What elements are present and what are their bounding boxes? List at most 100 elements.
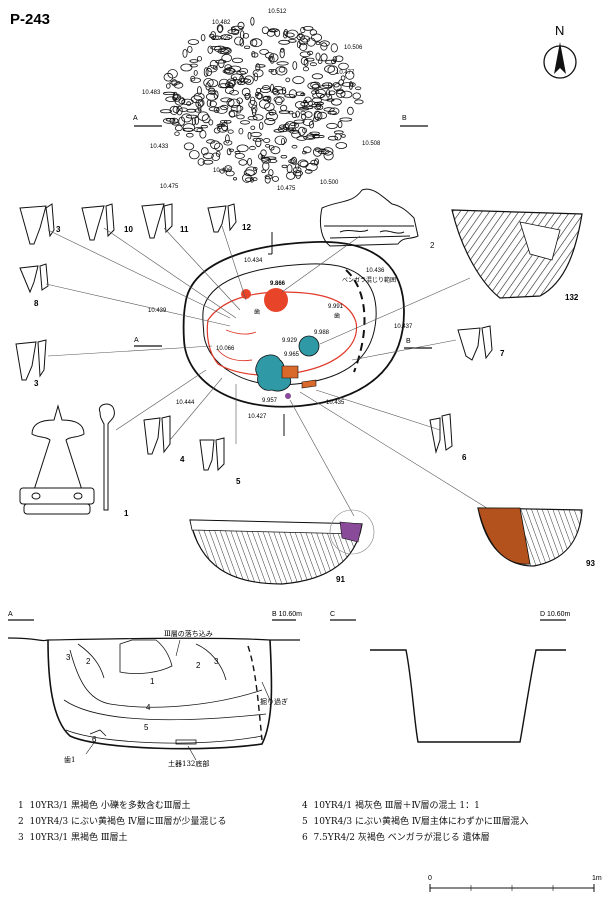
stone-outline [336, 89, 346, 98]
stone-outline [264, 117, 276, 126]
stone-outline [311, 97, 323, 103]
stone-outline [216, 24, 224, 33]
stone-outline [213, 127, 221, 134]
stone-outline [238, 127, 244, 135]
rim-elevation: 10.437 [394, 324, 413, 330]
stone-outline [249, 96, 256, 106]
stone-outline [304, 96, 312, 103]
tooth-mark: 歯 [254, 308, 260, 316]
stone-outline [355, 86, 362, 91]
artifact-2: 2 [319, 188, 435, 250]
stone-elevation: 10.482 [212, 20, 231, 26]
tooth-mark: 歯 [334, 312, 340, 320]
stone-outline [333, 130, 344, 135]
stone-outline [288, 110, 294, 115]
section-a-label: A [8, 611, 13, 618]
stone-outline [173, 82, 184, 89]
stone-outline [255, 64, 266, 68]
stone-elevation: 10.512 [268, 9, 287, 15]
stone-outline [315, 41, 321, 45]
stone-outline [315, 90, 320, 94]
legend-item-6: 6 7.5YR4/2 灰褐色 ベンガラが混じる 遺体層 [302, 830, 490, 843]
artifact-label: 7 [500, 349, 505, 358]
stone-outline [228, 148, 234, 152]
stone-outline [167, 69, 178, 79]
stone-outline [178, 98, 185, 105]
inner-elevation: 9.988 [314, 330, 330, 336]
stone-outline [199, 129, 207, 139]
stone-elevation: 10.433 [150, 144, 169, 150]
stone-outline [209, 59, 218, 69]
stone-outline [259, 121, 264, 130]
leader-lines [45, 225, 491, 517]
stone-outline [239, 120, 250, 125]
stone-outline [182, 123, 196, 132]
scale-start: 0 [428, 875, 432, 882]
stone-outline [273, 129, 285, 133]
legend-num: 3 [18, 833, 24, 843]
stone-outline [322, 147, 334, 156]
stone-outline [187, 39, 199, 45]
stone-outline [291, 144, 298, 149]
stone-outline [252, 177, 258, 182]
stone-outline [166, 83, 171, 89]
stone-outline [241, 87, 251, 97]
section-annotation: 掘り過ぎ [260, 697, 288, 706]
stone-outline [216, 106, 228, 114]
pit-section-a: A [134, 337, 139, 344]
rim-elevation: 10.427 [248, 414, 267, 420]
bengara-note: ベンガラ混じり範囲 [342, 276, 396, 284]
stone-outline [229, 89, 239, 96]
stone-outline [299, 51, 311, 58]
stone-outline [247, 115, 258, 121]
stone-outline [213, 90, 219, 100]
stone-outline [169, 105, 179, 115]
stone-outline [297, 126, 306, 136]
section-b-label: B 10.60m [272, 611, 302, 618]
stone-outline [264, 52, 274, 59]
stone-outline [229, 111, 236, 118]
stone-outline [285, 77, 291, 83]
stone-outline [218, 58, 225, 69]
stone-outline [205, 92, 218, 101]
stone-outline [220, 97, 233, 103]
stone-outline [174, 131, 180, 136]
stone-outline [163, 72, 174, 82]
rim-elevation: 10.434 [244, 258, 263, 264]
stone-outline [292, 166, 302, 174]
section-annotation: 土器132底部 [168, 759, 209, 768]
artifact-label: 93 [586, 559, 595, 568]
stone-outline [311, 73, 323, 80]
pottery-93: 93 [477, 507, 595, 568]
artifact-label: 6 [462, 453, 467, 462]
stone-outline [341, 82, 354, 87]
stone-outline [242, 32, 249, 39]
stone-outline [278, 39, 291, 45]
stone-outline [324, 65, 336, 73]
inner-elevation: 9.991 [328, 304, 344, 310]
inner-elevation: 9.957 [262, 398, 278, 404]
stone-outline [249, 38, 263, 48]
stone-outline [326, 122, 338, 129]
stone-outline [319, 84, 333, 90]
stone-outline [256, 92, 263, 100]
layer-number: 1 [150, 677, 155, 686]
scale-bar: 0 1m [428, 875, 602, 892]
stone-outline [219, 168, 226, 174]
stone-outline [300, 110, 306, 116]
stone-outline [302, 66, 309, 72]
stone-outline [221, 47, 231, 53]
stone-outline [296, 135, 308, 141]
stone-outline [202, 159, 214, 165]
legend-num: 5 [302, 817, 308, 827]
stone-outline [302, 118, 314, 126]
stone-outline [190, 75, 196, 82]
stone-outline [247, 157, 253, 166]
stone-outline [313, 110, 321, 121]
pit-section-b: B [406, 338, 411, 345]
stone-outline [171, 121, 180, 126]
stone-outline [295, 91, 305, 96]
stone-outline [261, 26, 269, 35]
section-annotation: 歯1 [64, 755, 75, 764]
stone-outline [263, 156, 277, 160]
